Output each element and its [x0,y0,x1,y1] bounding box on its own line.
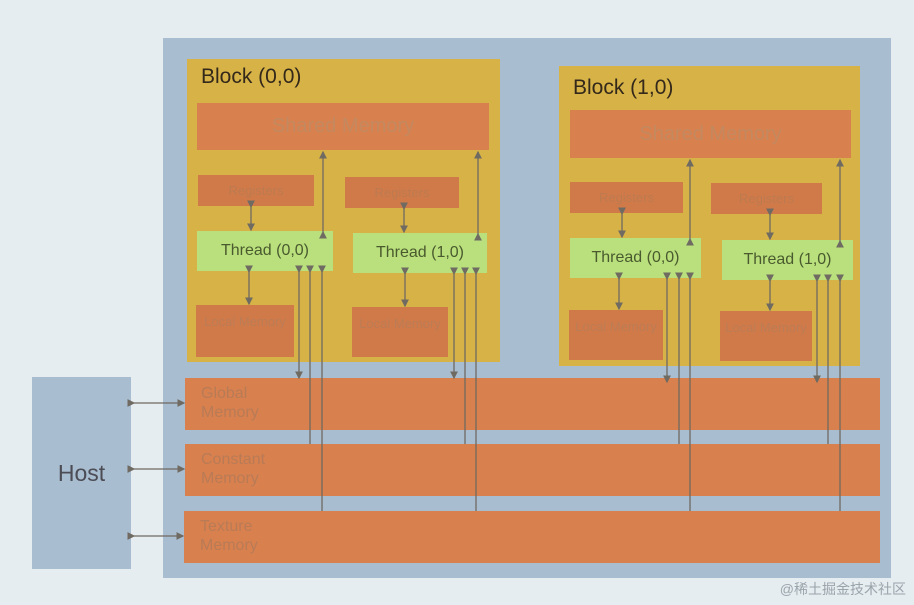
thread-0-0: Thread (0,0) [197,231,333,271]
local-memory: Local Memory [352,307,448,357]
constant-memory-line1: Constant [201,451,266,468]
global-memory-line1: Global [201,385,248,402]
local-memory: Local Memory [720,311,812,361]
global-memory-line2: Memory [201,404,259,421]
registers: Registers [570,182,683,213]
shared-memory: Shared Memory [197,103,489,150]
block-title: Block (1,0) [573,76,674,99]
host-box: Host [32,377,131,569]
watermark: @稀土掘金技术社区 [779,581,906,597]
texture-memory: Texture Memory [184,511,880,563]
thread-1-0: Thread (1,0) [722,240,853,280]
texture-memory-line1: Texture [200,518,253,535]
registers: Registers [198,175,314,206]
constant-memory-line2: Memory [201,470,259,487]
constant-memory: Constant Memory [185,444,880,496]
block-title: Block (0,0) [201,65,302,88]
shared-memory: Shared Memory [570,110,851,158]
texture-memory-line2: Memory [200,537,258,554]
local-memory: Local Memory [569,310,663,360]
thread-0-0: Thread (0,0) [570,238,701,278]
global-memory: Global Memory [185,378,880,430]
thread-1-0: Thread (1,0) [353,233,487,273]
local-memory: Local Memory [196,305,294,357]
